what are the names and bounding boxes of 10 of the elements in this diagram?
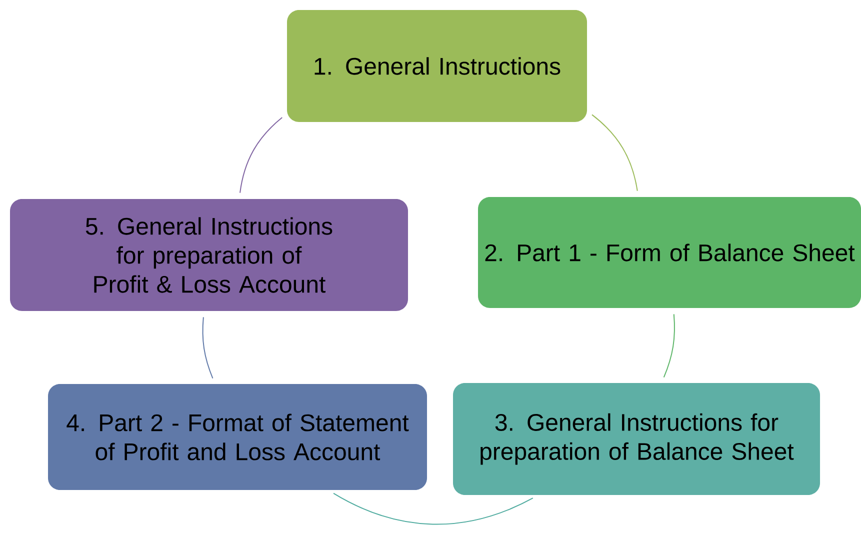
connector-arc bbox=[240, 117, 283, 194]
connector-arc bbox=[202, 316, 214, 379]
process-box: 5. General Instructions for preparation of Profit & Loss Account bbox=[10, 199, 408, 311]
process-box: 4. Part 2 - Format of Statement of Profit and Loss Account bbox=[48, 384, 427, 490]
process-box: 2. Part 1 - Form of Balance Sheet bbox=[478, 197, 861, 308]
process-box: 1. General Instructions bbox=[287, 10, 587, 122]
connector-arc bbox=[333, 492, 534, 525]
connector-arc bbox=[663, 314, 675, 378]
connector-arc bbox=[591, 114, 638, 192]
process-box: 3. General Instructions for preparation of Balance Sheet bbox=[453, 383, 820, 495]
